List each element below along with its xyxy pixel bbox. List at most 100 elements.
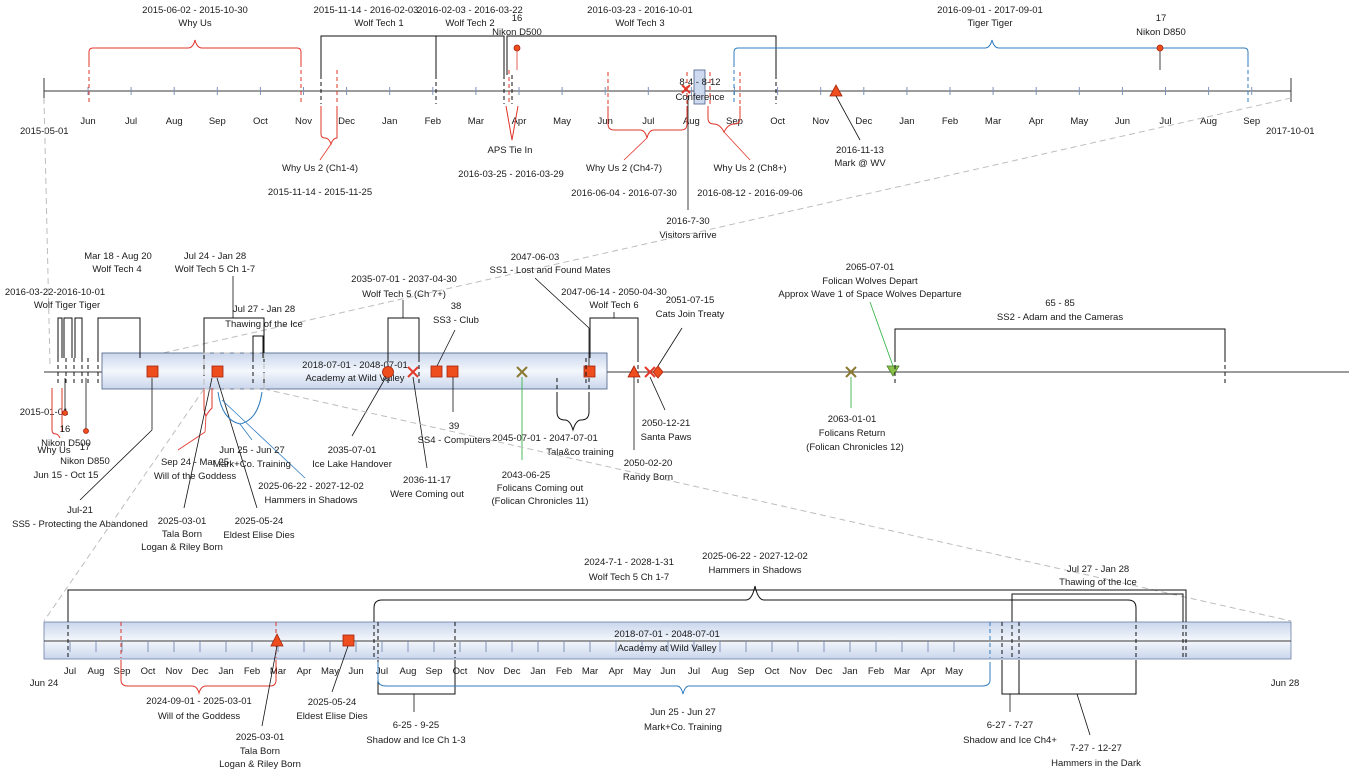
will-goddess-t2-dates: Sep 24 - Mar 25 [161, 457, 229, 468]
timeline-3-month-label: Sep [114, 666, 131, 677]
why-us-name: Why Us [178, 18, 212, 29]
wolf-tech-2-dates: 2016-02-03 - 2016-03-22 [417, 5, 523, 16]
thawing-t2-name: Thawing of the Ice [225, 319, 303, 330]
why-us-2-ch4-7-name: Why Us 2 (Ch4-7) [586, 163, 662, 174]
timeline-1-month-label: Aug [166, 116, 183, 127]
event-tala-t2: 2025-03-01 Tala Born Logan & Riley Born [141, 377, 223, 553]
aps-tie-in-name: APS Tie In [488, 145, 533, 156]
mark-wv-date: 2016-11-13 [836, 145, 884, 156]
event-why-us-2-ch1-4: Why Us 2 (Ch1-4) 2015-11-14 - 2015-11-25 [268, 106, 372, 198]
timeline-1-month-label: Jan [382, 116, 397, 127]
santa-date: 2050-12-21 [642, 418, 691, 429]
timeline-3-month-label: Feb [244, 666, 260, 677]
folican-depart-date: 2065-07-01 [846, 262, 895, 273]
folicans-coming-name: Folicans Coming out [497, 483, 584, 494]
event-ss5: Jul-21 SS5 - Protecting the Abandoned [12, 378, 153, 530]
will-goddess-t3-name: Will of the Goddess [158, 711, 241, 722]
timeline-1-month-label: Jun [80, 116, 95, 127]
event-hammers-t2: 2025-06-22 - 2027-12-02 Hammers in Shado… [258, 481, 364, 506]
event-ss3: 38 SS3 - Club [430, 301, 479, 378]
academy-t3-dates: 2018-07-01 - 2048-07-01 [614, 629, 720, 640]
timeline-1-month-label: Jan [899, 116, 914, 127]
thawing-t3-dates: Jul 27 - Jan 28 [1067, 564, 1129, 575]
event-tiger-tiger: 2016-09-01 - 2017-09-01 Tiger Tiger [733, 5, 1249, 104]
timeline-2: 2018-07-01 - 2048-07-01 Academy at Wild … [5, 251, 1349, 553]
thawing-t2-dates: Jul 27 - Jan 28 [233, 304, 295, 315]
event-tala-training: 2045-07-01 - 2047-07-01 Tala&co training [492, 378, 614, 458]
tiger-tiger-dates: 2016-09-01 - 2017-09-01 [937, 5, 1043, 16]
ice-lake-marker [382, 366, 394, 378]
hammers-t2-dates: 2025-06-22 - 2027-12-02 [258, 481, 364, 492]
academy-dates: 2018-07-01 - 2048-07-01 [302, 360, 408, 371]
timeline-1-month-label: Oct [253, 116, 268, 127]
event-will-goddess-t3: 2024-09-01 - 2025-03-01 Will of the Godd… [120, 660, 277, 722]
event-visitors: 2016-7-30 Visitors arrive [659, 96, 717, 241]
ice-lake-name: Ice Lake Handover [312, 459, 392, 470]
event-nikon-d850-t2: 17 Nikon D850 [60, 378, 110, 467]
thawing-t3-name: Thawing of the Ice [1059, 577, 1137, 588]
event-mark-wv: 2016-11-13 Mark @ WV [829, 84, 886, 169]
event-hammers-dark: 7-27 - 12-27 Hammers in the Dark [1018, 660, 1141, 769]
why-us-t2-name: Why Us [37, 445, 71, 456]
folicans-return-name: Folicans Return [819, 428, 886, 439]
timeline-3-month-label: Nov [478, 666, 495, 677]
timeline-1-month-label: Aug [1200, 116, 1217, 127]
nikon-d500-value: 16 [512, 13, 523, 24]
timeline-3-month-label: Aug [400, 666, 417, 677]
event-wolf-tech-6: 2047-06-14 - 2050-04-30 Wolf Tech 6 [561, 287, 667, 386]
timeline-1-month-label: Apr [512, 116, 527, 127]
event-ss4: 39 SS4 - Computers [418, 377, 491, 446]
event-will-goddess-t2: Sep 24 - Mar 25 Will of the Goddess [154, 388, 237, 482]
ss1-name: SS1 - Lost and Found Mates [490, 265, 611, 276]
nikon-d850-name: Nikon D850 [1136, 27, 1186, 38]
tiger-tiger-name: Tiger Tiger [967, 18, 1012, 29]
timeline-3-month-label: May [633, 666, 651, 677]
event-ss1: 2047-06-03 SS1 - Lost and Found Mates [490, 252, 611, 378]
event-nikon-d500-top: 16 Nikon D500 [492, 13, 542, 104]
wolf-tech-3-dates: 2016-03-23 - 2016-10-01 [587, 5, 693, 16]
mark-wv-name: Mark @ WV [834, 158, 886, 169]
wolf-tech-3-name: Wolf Tech 3 [615, 18, 664, 29]
visitors-date: 2016-7-30 [666, 216, 709, 227]
nikon-d500-t2-value: 16 [60, 424, 71, 435]
ice-lake-date: 2035-07-01 [328, 445, 377, 456]
timeline-1-end-label: 2017-10-01 [1266, 126, 1315, 137]
tala-training-dates: 2045-07-01 - 2047-07-01 [492, 433, 598, 444]
santa-name: Santa Paws [641, 432, 692, 443]
visitors-name: Visitors arrive [659, 230, 716, 241]
event-mark-training-t2: Jun 25 - Jun 27 Mark+Co. Training [213, 391, 306, 479]
ss5-name: SS5 - Protecting the Abandoned [12, 519, 148, 530]
timeline-1-month-label: Jun [1115, 116, 1130, 127]
zoom-selection-box [203, 352, 265, 390]
coming-out-name: Were Coming out [390, 489, 464, 500]
will-goddess-t2-name: Will of the Goddess [154, 471, 237, 482]
eldest-t3-marker [342, 634, 355, 647]
eldest-marker-t2 [211, 365, 224, 378]
event-wolf-tech-2: 2016-02-03 - 2016-03-22 Wolf Tech 2 [417, 5, 523, 104]
academy-t3-name: Academy at Wild Valley [617, 643, 716, 654]
timeline-3-month-label: Dec [192, 666, 209, 677]
randy-name: Randy Born [623, 472, 673, 483]
aps-tie-in-dates: 2016-03-25 - 2016-03-29 [458, 169, 564, 180]
tala-t3-date: 2025-03-01 [236, 732, 285, 743]
why-us-t2-dates: Jun 15 - Oct 15 [34, 470, 99, 481]
eldest-t2-name: Eldest Elise Dies [223, 530, 295, 541]
folicans-coming-sub: (Folican Chronicles 11) [492, 496, 589, 507]
timeline-1-month-label: May [553, 116, 571, 127]
event-nikon-d500-t2: 16 Nikon D500 [41, 378, 91, 449]
ss4-marker [446, 365, 459, 378]
nikon-d850-t2-value: 17 [80, 442, 91, 453]
overlap-names: Wolf Tiger Tiger [34, 300, 100, 311]
timeline-1-month-label: Jul [642, 116, 654, 127]
timeline-3-month-label: Apr [921, 666, 936, 677]
timeline-1-month-label: Mar [468, 116, 484, 127]
timeline-1-month-label: Sep [726, 116, 743, 127]
timeline-1-month-label: Nov [295, 116, 312, 127]
hammers-dark-dates: 7-27 - 12-27 [1070, 743, 1122, 754]
ss4-value: 39 [449, 421, 460, 432]
ss3-name: SS3 - Club [433, 315, 479, 326]
wolf-tech-4-dates: Mar 18 - Aug 20 [84, 251, 152, 262]
tala-t2-sub: Logan & Riley Born [141, 542, 223, 553]
wolf-tech-5-dates: Jul 24 - Jan 28 [184, 251, 246, 262]
